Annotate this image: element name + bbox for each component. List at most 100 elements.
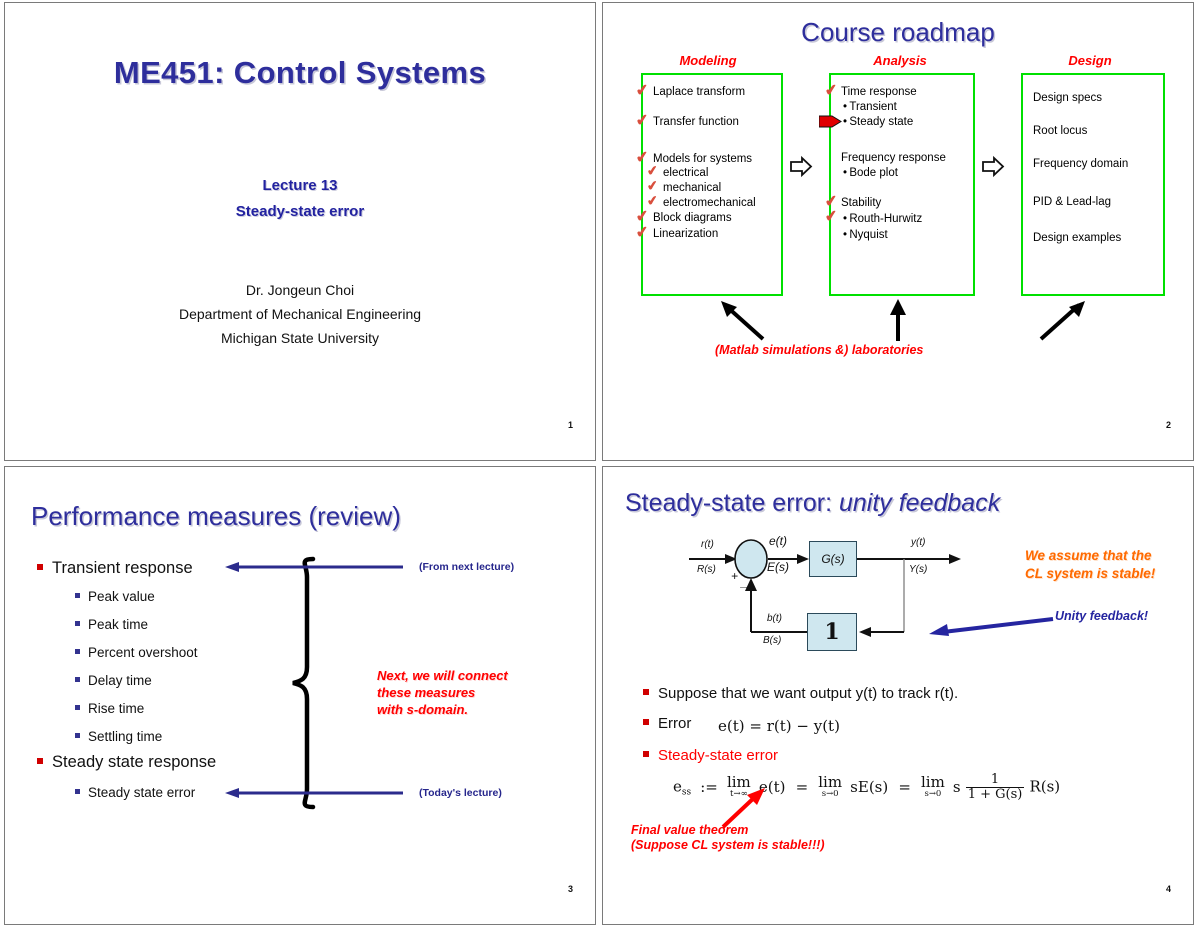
- bullet-square-icon: [37, 564, 43, 570]
- slide1-author: Dr. Jongeun Choi: [245, 282, 355, 298]
- item-laplace-transform: Laplace transform: [653, 86, 746, 98]
- item-linearization: Linearization: [653, 228, 719, 240]
- green-box-analysis: [829, 73, 975, 296]
- label-e-s: E(s): [767, 560, 789, 574]
- bullet-transient-response-label: Transient response: [52, 559, 193, 577]
- bullet-settling-time: Settling time: [75, 729, 162, 744]
- bullet-steady-state-error: Steady-state error: [643, 747, 778, 764]
- slide1-university: Michigan State University: [221, 330, 379, 346]
- eq-lim3-sub: s→0: [924, 789, 942, 800]
- slide-2: Course roadmap Modeling Analysis Design …: [602, 2, 1194, 461]
- check-icon: ✔: [646, 177, 659, 194]
- note-final-value-line2: (Suppose CL system is stable!!!): [631, 838, 825, 852]
- bullet-square-icon: [75, 593, 80, 598]
- bullet-square-icon: [37, 758, 43, 764]
- item-steady-state-label: Steady state: [849, 116, 914, 128]
- arrow-right-icon: [790, 155, 813, 178]
- annotation-from-next-lecture: (From next lecture): [419, 561, 515, 573]
- equation-error: e(t) = r(t) − y(t): [718, 717, 840, 735]
- eq-lim1-sub: t→∞: [730, 789, 748, 800]
- slide3-red-note: Next, we will connect these measures wit…: [377, 667, 508, 718]
- column-header-design: Design: [1068, 53, 1112, 68]
- block-diagram-wires: [689, 539, 961, 637]
- item-electromechanical: electromechanical: [663, 197, 756, 209]
- eq-eq1: =: [795, 777, 809, 796]
- sum-plus-sign: +: [731, 569, 739, 583]
- arrow-right-icon: [982, 155, 1005, 178]
- green-box-design: [1021, 73, 1165, 296]
- annotation-todays-lecture: (Today's lecture): [419, 787, 502, 799]
- eq-lim1-word: lim: [726, 773, 751, 792]
- slide-1: ME451: Control Systems Lecture 13 Steady…: [4, 2, 596, 461]
- bullet-square-icon: [643, 719, 649, 725]
- bullet-delay-time-label: Delay time: [88, 673, 152, 688]
- slide3-title: Performance measures (review): [31, 501, 401, 531]
- note-final-value-theorem: Final value theorem (Suppose CL system i…: [631, 823, 825, 853]
- slide-3: Performance measures (review) Transient …: [4, 466, 596, 925]
- note-unity-feedback: Unity feedback!: [1055, 609, 1149, 623]
- bullet-peak-value: Peak value: [75, 589, 155, 604]
- unity-feedback-arrow-icon: [929, 617, 1054, 636]
- item-nyquist-label: Nyquist: [849, 229, 888, 241]
- item-block-diagrams: Block diagrams: [653, 212, 732, 224]
- slide4-title-plain: Steady-state error:: [625, 489, 839, 517]
- eq-eq2: =: [898, 777, 911, 796]
- arrow-to-analysis-icon: [890, 299, 906, 341]
- note-cl-stable-line1: We assume that the: [1025, 548, 1152, 563]
- bullet-peak-value-label: Peak value: [88, 589, 155, 604]
- slide3-red-note-line3: with s-domain.: [377, 702, 468, 717]
- label-y-t: y(t): [911, 537, 926, 548]
- red-pointer-arrow-icon: [819, 115, 842, 128]
- slide2-footer-note: (Matlab simulations &) laboratories: [715, 343, 924, 357]
- slide4-page-number: 4: [1165, 884, 1171, 894]
- eq-term3-s: s: [952, 777, 961, 796]
- item-root-locus: Root locus: [1033, 125, 1088, 137]
- check-icon: ✔: [646, 192, 659, 209]
- item-models-for-systems: Models for systems: [653, 153, 753, 165]
- bullet-steady-state-error: Steady state error: [75, 785, 195, 800]
- bullet-suppose-track: Suppose that we want output y(t) to trac…: [643, 685, 958, 702]
- slide1-lecture-number: Lecture 13: [262, 177, 338, 194]
- item-transfer-function: Transfer function: [653, 116, 739, 128]
- annotation-arrow-bottom-icon: [225, 788, 403, 798]
- arrow-to-modeling-icon: [721, 301, 765, 341]
- item-pid-lead-lag: PID & Lead-lag: [1033, 196, 1111, 208]
- check-icon: ✔: [634, 81, 650, 100]
- slide1-lecture-topic: Steady-state error: [235, 203, 365, 220]
- note-cl-stable-line2: CL system is stable!: [1025, 566, 1156, 581]
- feedback-block-unity: 1: [807, 613, 857, 651]
- bullet-transient-response: Transient response: [37, 559, 193, 578]
- check-icon: ✔: [634, 207, 650, 226]
- bullet-steady-state-error-label: Steady state error: [88, 785, 196, 800]
- eq-lhs: e: [673, 777, 682, 796]
- item-mechanical: mechanical: [663, 182, 722, 194]
- bullet-steady-state-response-label: Steady state response: [52, 753, 217, 771]
- column-header-modeling: Modeling: [679, 53, 737, 68]
- item-stability: Stability: [841, 197, 882, 209]
- item-frequency-domain: Frequency domain: [1033, 158, 1129, 170]
- item-electrical: electrical: [663, 167, 709, 179]
- check-icon: ✔: [634, 111, 650, 130]
- item-bode-plot: • Bode plot: [843, 167, 898, 179]
- slide1-page-number: 1: [567, 420, 573, 430]
- eq-term2: sE(s): [850, 777, 889, 796]
- note-final-value-line1: Final value theorem: [631, 823, 749, 837]
- slide4-title-italic: unity feedback: [838, 489, 1001, 517]
- label-b-s: B(s): [763, 635, 782, 646]
- bullet-square-icon: [643, 751, 649, 757]
- plant-block-g: G(s): [809, 541, 857, 577]
- slide2-page-number: 2: [1165, 420, 1171, 430]
- sum-minus-sign: _: [741, 575, 748, 589]
- final-value-arrow-icon: [721, 788, 765, 829]
- eq-fraction-numerator: 1: [965, 773, 1025, 788]
- bullet-delay-time: Delay time: [75, 673, 152, 688]
- item-transient: • Transient: [843, 101, 897, 113]
- slide1-title: ME451: Control Systems: [113, 55, 487, 90]
- bullet-square-icon: [75, 733, 80, 738]
- note-cl-stable: We assume that the CL system is stable!: [1025, 547, 1155, 583]
- item-transient-label: Transient: [849, 101, 897, 113]
- green-box-modeling: [641, 73, 783, 296]
- item-design-examples: Design examples: [1033, 232, 1122, 244]
